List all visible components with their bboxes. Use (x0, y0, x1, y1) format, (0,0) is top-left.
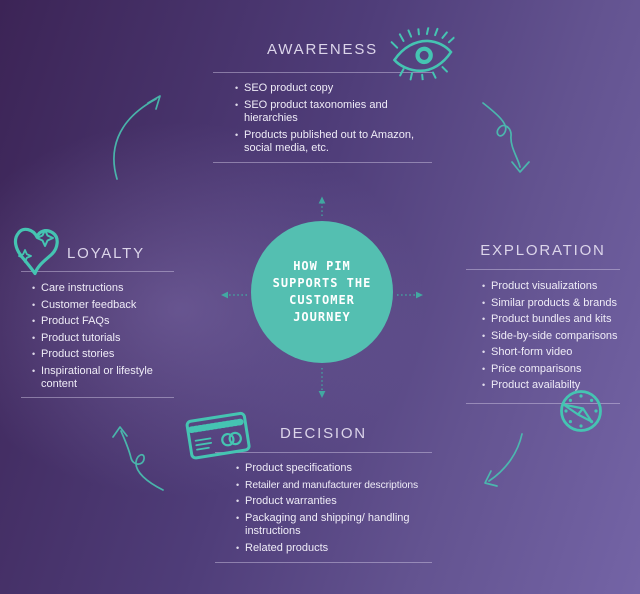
center-circle: HOW PIM SUPPORTS THE CUSTOMER JOURNEY (251, 221, 393, 363)
list-item: Price comparisons (482, 363, 620, 377)
list-item: Product FAQs (32, 315, 166, 329)
list-item: Related products (236, 542, 421, 556)
dotted-arrowhead-up (318, 196, 326, 204)
decision-title: DECISION (280, 425, 367, 442)
list-item: Side-by-side comparisons (482, 330, 620, 344)
divider (215, 452, 432, 453)
credit-card-icon (185, 411, 251, 460)
dotted-arrowhead-right (416, 291, 423, 299)
list-item: Product visualizations (482, 280, 620, 294)
compass-icon (560, 390, 602, 432)
section-awareness: AWARENESS SEO product copy SEO product t… (213, 40, 432, 163)
list-item: Products published out to Amazon, social… (235, 129, 416, 156)
list-item: Product specifications (236, 462, 421, 476)
list-item: Retailer and manufacturer descriptions (236, 479, 421, 493)
exploration-title: EXPLORATION (480, 242, 606, 259)
curved-arrow-top-left (113, 95, 161, 180)
dotted-arrowhead-down (318, 391, 326, 398)
loyalty-title: LOYALTY (67, 245, 145, 262)
curved-arrow-bottom-left (112, 426, 164, 491)
list-item: Product availabilty (482, 379, 620, 393)
list-item: SEO product copy (235, 82, 416, 96)
list-item: Inspirational or lifestyle content (32, 365, 166, 392)
circle-title-line: HOW PIM (293, 259, 351, 273)
list-item: Packaging and shipping/ handling instruc… (236, 512, 421, 539)
list-item: SEO product taxonomies and hierarchies (235, 99, 416, 126)
divider (466, 269, 620, 270)
list-item: Product bundles and kits (482, 313, 620, 327)
eye-icon (390, 26, 455, 82)
heart-sparkle-icon (13, 227, 59, 276)
divider (21, 396, 174, 398)
curved-arrow-top-right (482, 102, 530, 173)
section-decision: DECISION Product specifications Retailer… (215, 424, 432, 563)
section-loyalty: LOYALTY Care instructions Customer feedb… (21, 245, 174, 398)
exploration-list: Product visualizations Similar products … (466, 270, 620, 393)
divider (213, 72, 432, 73)
decision-list: Product specifications Retailer and manu… (215, 453, 432, 555)
list-item: Customer feedback (32, 299, 166, 313)
divider (215, 562, 432, 563)
list-item: Similar products & brands (482, 297, 620, 311)
awareness-list: SEO product copy SEO product taxonomies … (213, 73, 432, 156)
list-item: Product warranties (236, 495, 421, 509)
circle-title-line: SUPPORTS THE (272, 276, 372, 290)
dotted-arrowhead-left (221, 291, 228, 299)
list-item: Product tutorials (32, 332, 166, 346)
section-exploration: EXPLORATION Product visualizations Simil… (466, 241, 620, 404)
loyalty-list: Care instructions Customer feedback Prod… (21, 272, 174, 392)
divider (213, 161, 432, 163)
awareness-title: AWARENESS (267, 41, 378, 58)
divider (466, 402, 620, 404)
circle-title-line: JOURNEY (293, 310, 351, 324)
list-item: Care instructions (32, 282, 166, 296)
list-item: Short-form video (482, 346, 620, 360)
curved-arrow-bottom-right (484, 433, 523, 487)
list-item: Product stories (32, 348, 166, 362)
circle-title-line: CUSTOMER (289, 293, 355, 307)
divider (21, 271, 174, 272)
